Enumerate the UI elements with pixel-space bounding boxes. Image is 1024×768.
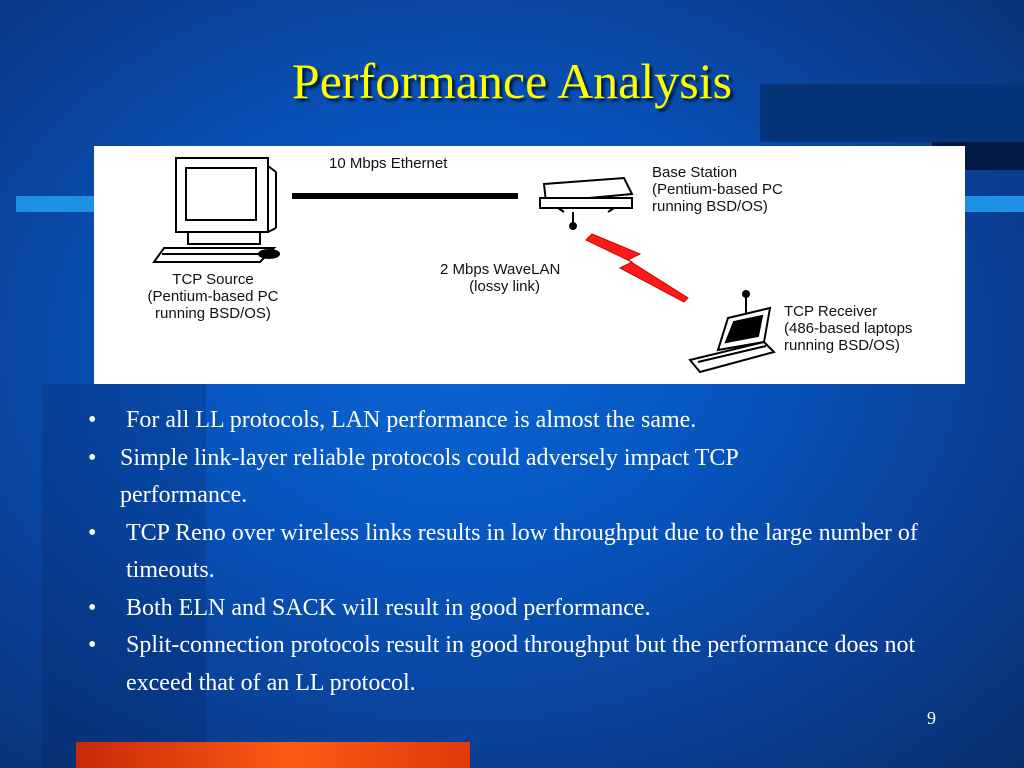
desktop-computer-icon	[152, 157, 280, 263]
bullet-item: • TCP Reno over wireless links results in…	[88, 515, 948, 590]
decor-left-column-shade	[42, 384, 206, 768]
bullet-dot: •	[88, 632, 97, 658]
base-station-icon	[539, 176, 634, 230]
bullet-dot: •	[88, 594, 97, 621]
ethernet-label: 10 Mbps Ethernet	[329, 155, 448, 172]
bullet-text: Both ELN and SACK will result in good pe…	[126, 594, 651, 621]
base-station-label: Base Station (Pentium-based PC running B…	[652, 164, 783, 215]
decor-dark-top-band	[760, 84, 1024, 142]
network-diagram: 10 Mbps Ethernet Base Station (Pentium-b…	[94, 146, 965, 384]
page-number: 9	[927, 708, 936, 728]
bullet-item: • Split-connection protocols result in go…	[88, 627, 948, 702]
bullet-item: • For all LL protocols, LAN performance i…	[88, 402, 948, 440]
tcp-source-label: TCP Source (Pentium-based PC running BSD…	[147, 271, 279, 322]
bullet-text: Simple link-layer reliable protocols cou…	[120, 444, 738, 509]
bullet-list: • For all LL protocols, LAN performance i…	[88, 402, 948, 702]
tcp-receiver-label: TCP Receiver (486-based laptops running …	[784, 303, 913, 354]
bullet-dot: •	[88, 407, 97, 433]
decor-left-cyan-bar	[16, 196, 94, 212]
laptop-icon	[688, 290, 776, 374]
bullet-item: • Simple link-layer reliable protocols co…	[88, 440, 948, 515]
bullet-dot: •	[88, 444, 97, 471]
decor-bottom-orange-bar	[76, 742, 470, 768]
network-diagram-graphics	[152, 157, 776, 374]
bullet-text: For all LL protocols, LAN performance is…	[126, 407, 697, 433]
slide-title: Performance Analysis	[291, 53, 733, 109]
decor-right-cyan-bar	[965, 196, 1024, 212]
wireless-link-bolt	[585, 233, 689, 303]
bullet-text: Split-connection protocols result in goo…	[126, 632, 916, 696]
bullet-dot: •	[88, 519, 97, 546]
bullet-item: • Both ELN and SACK will result in good p…	[88, 590, 948, 628]
ethernet-link-line	[292, 193, 518, 199]
wavelan-label: 2 Mbps WaveLAN (lossy link)	[440, 261, 561, 295]
bullet-text: TCP Reno over wireless links results in …	[126, 519, 918, 584]
